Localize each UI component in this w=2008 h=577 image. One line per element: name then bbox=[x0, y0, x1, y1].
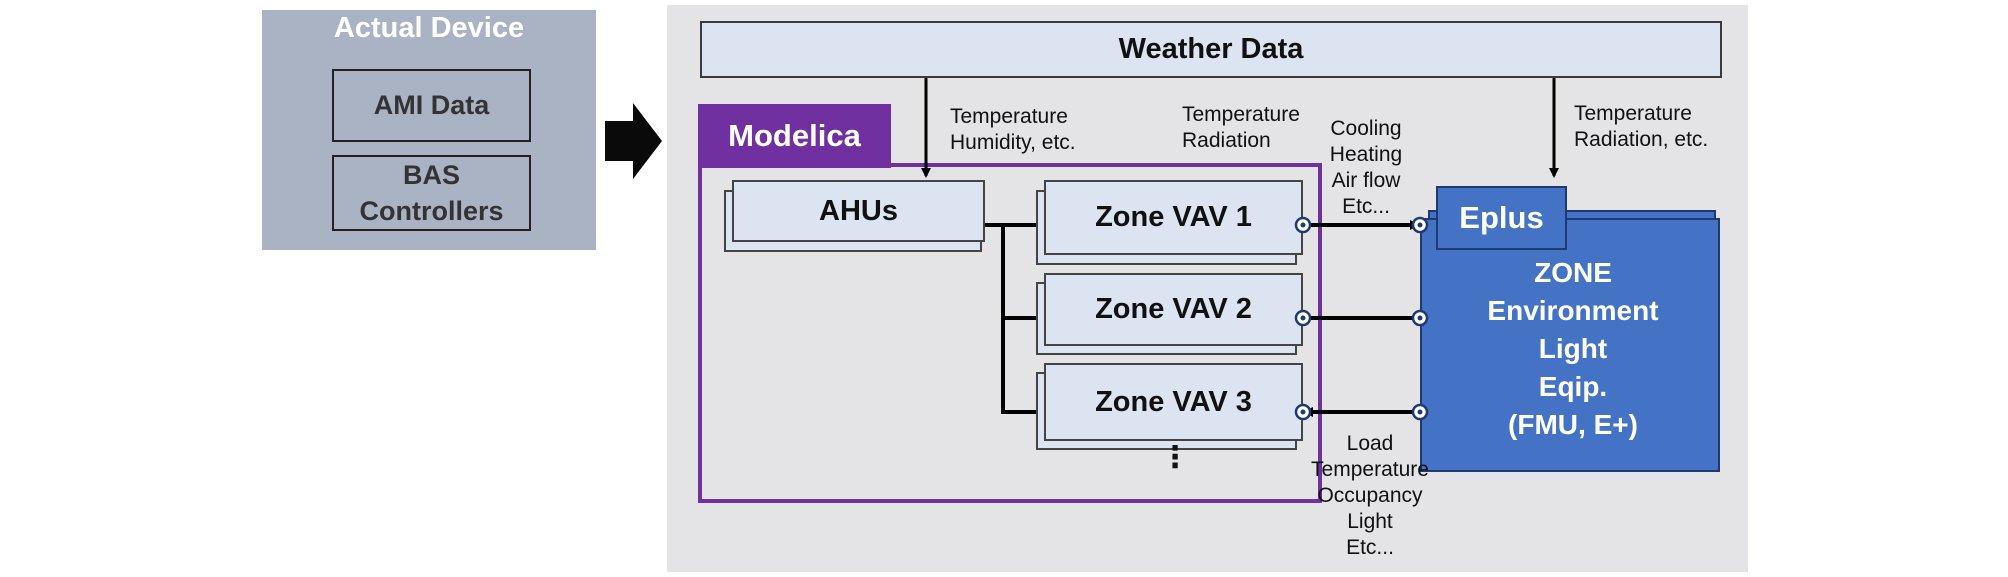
right-arrow-icon bbox=[605, 103, 662, 179]
modelica-tab: Modelica bbox=[698, 104, 891, 168]
zone-vav-1-box: Zone VAV 1 bbox=[1044, 180, 1303, 255]
actual-device-title: Actual Device bbox=[333, 12, 525, 44]
temperature-radiation-label: Temperature Radiation bbox=[1182, 103, 1300, 152]
cooling-heating-label: Cooling Heating Air flow Etc... bbox=[1329, 117, 1403, 218]
modelica-frame bbox=[698, 163, 1322, 503]
bas-controllers-box: BAS Controllers bbox=[332, 155, 531, 231]
zone-environment-box bbox=[1420, 218, 1720, 472]
zone-vav-2-box: Zone VAV 2 bbox=[1044, 273, 1303, 346]
load-occupancy-label: Load Temperature Occupancy Light Etc... bbox=[1311, 432, 1429, 559]
weather-data-box: Weather Data bbox=[700, 21, 1722, 78]
zone-vav-3-box: Zone VAV 3 bbox=[1044, 363, 1303, 441]
temperature-radiation-etc-label: Temperature Radiation, etc. bbox=[1574, 102, 1709, 151]
ahu-box: AHUs bbox=[732, 180, 985, 242]
ami-data-box: AMI Data bbox=[332, 69, 531, 142]
temperature-humidity-label: Temperature Humidity, etc. bbox=[950, 105, 1076, 154]
zone-environment-text: ZONE Environment Light Eqip. (FMU, E+) bbox=[1487, 257, 1659, 440]
eplus-tab: Eplus bbox=[1436, 186, 1567, 250]
